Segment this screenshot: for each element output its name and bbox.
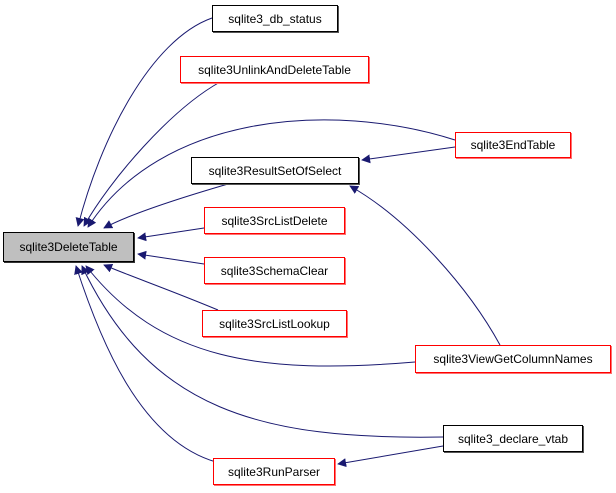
edge-viewgetcol-to-root — [85, 265, 416, 367]
edge-declarevtab-to-runparser — [337, 445, 444, 468]
node-sqlite3-run-parser[interactable]: sqlite3RunParser — [213, 458, 335, 485]
node-sqlite3-db-status[interactable]: sqlite3_db_status — [212, 5, 338, 32]
edge-schemaclear-to-root — [137, 250, 205, 265]
edge-db-status-to-root — [75, 17, 213, 227]
edge-srclistlookup-to-root — [103, 264, 219, 311]
edge-endtable-to-root — [87, 119, 456, 228]
node-sqlite3-declare-vtab[interactable]: sqlite3_declare_vtab — [443, 425, 583, 452]
node-sqlite3-src-list-delete[interactable]: sqlite3SrcListDelete — [204, 207, 345, 234]
edge-unlink-to-root — [83, 81, 221, 227]
node-sqlite3-delete-table: sqlite3DeleteTable — [3, 232, 134, 262]
node-sqlite3-src-list-lookup[interactable]: sqlite3SrcListLookup — [202, 310, 347, 337]
node-sqlite3-schema-clear[interactable]: sqlite3SchemaClear — [204, 257, 345, 284]
node-sqlite3-unlink-and-delete-table[interactable]: sqlite3UnlinkAndDeleteTable — [180, 56, 369, 83]
edge-declarevtab-to-root — [81, 265, 444, 438]
node-sqlite3-result-set-of-select[interactable]: sqlite3ResultSetOfSelect — [191, 157, 359, 184]
edge-resultset-to-root — [103, 183, 229, 229]
edge-srclistdelete-to-root — [137, 227, 205, 242]
edge-endtable-to-resultset — [361, 146, 456, 164]
node-sqlite3-end-table[interactable]: sqlite3EndTable — [455, 132, 571, 158]
node-sqlite3-view-get-column-names[interactable]: sqlite3ViewGetColumnNames — [415, 345, 611, 373]
edge-runparser-to-root — [74, 265, 217, 463]
edge-viewgetcol-to-resultset — [349, 185, 501, 346]
